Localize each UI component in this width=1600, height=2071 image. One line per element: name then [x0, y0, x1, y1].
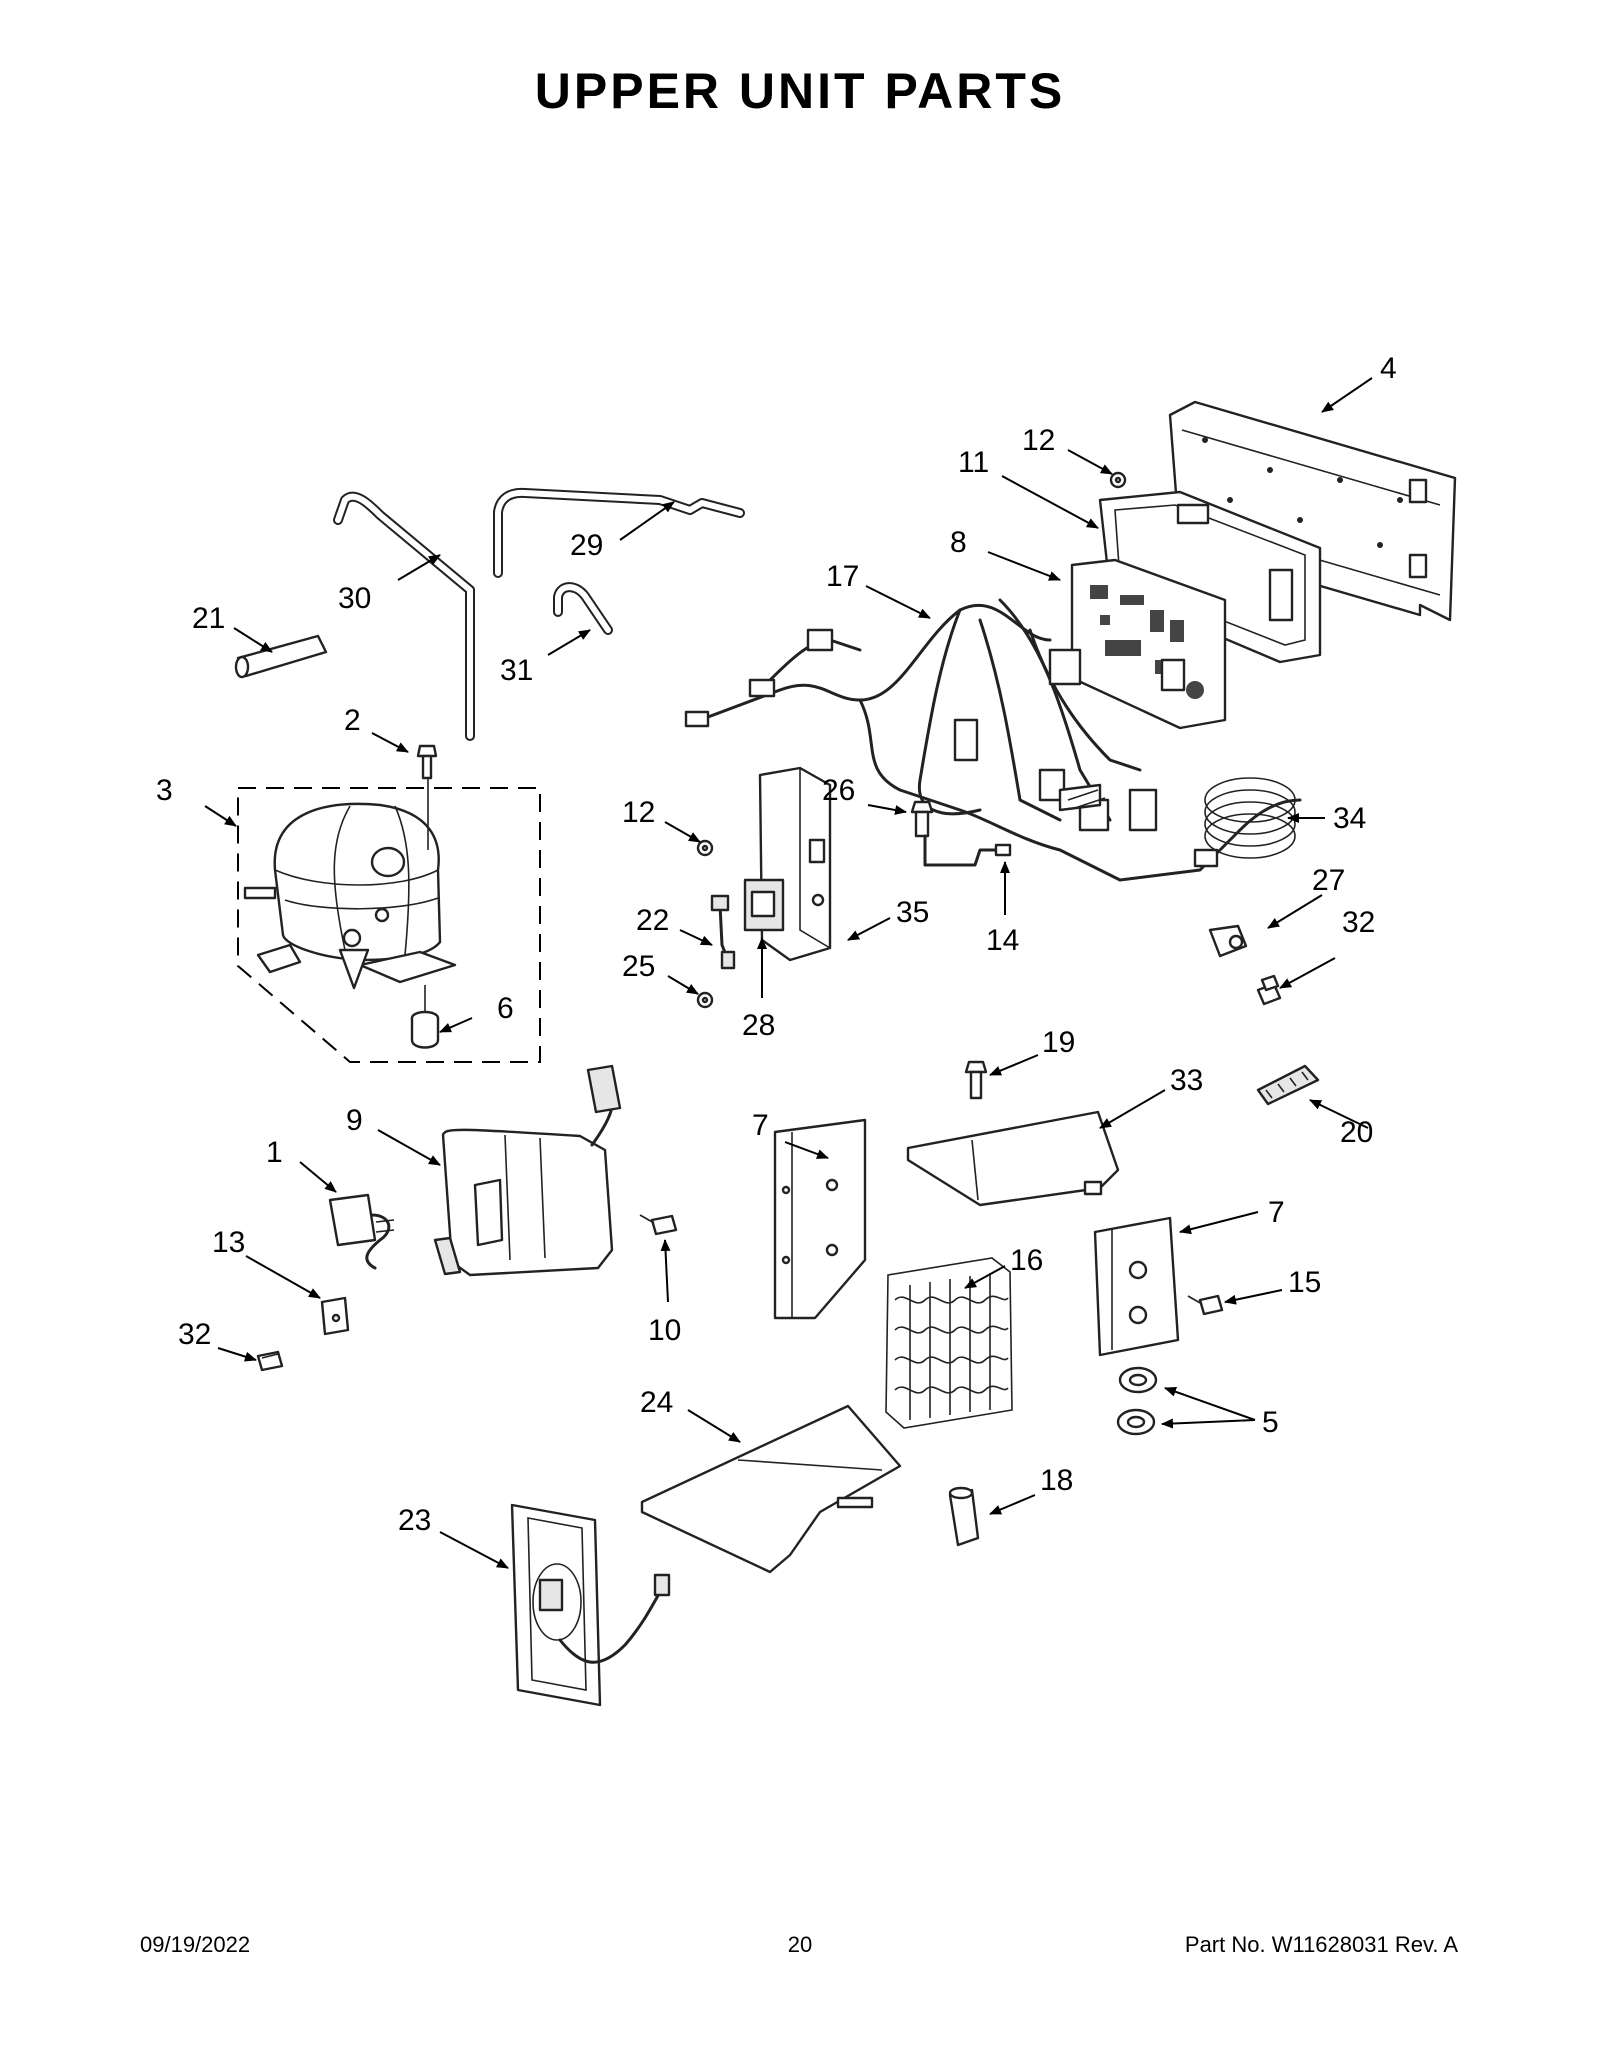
callout-12-upper: 12: [1022, 424, 1055, 457]
callout-15: 15: [1288, 1266, 1321, 1299]
part-14-ground-wire: [923, 834, 1012, 867]
part-1-relay: [328, 1193, 395, 1270]
footer-part-number: Part No. W11628031 Rev. A: [1184, 1932, 1458, 1957]
callout-labels: 4 12 11 8 17 34 27 32 14 26 35 12 22 25 …: [156, 352, 1397, 1537]
callout-1: 1: [266, 1136, 283, 1169]
part-23-fan-assembly: [510, 1503, 671, 1707]
part-26-screw: [910, 800, 934, 838]
callout-leaders: [204, 377, 1373, 1569]
callout-6: 6: [497, 992, 514, 1025]
part-8-control-board: [1070, 558, 1227, 730]
callout-11: 11: [958, 446, 989, 479]
callout-20: 20: [1340, 1116, 1373, 1149]
callout-31: 31: [500, 654, 533, 687]
part-4-mounting-plate: [1168, 400, 1457, 622]
part-3-compressor: [237, 770, 541, 1063]
callout-34: 34: [1333, 802, 1366, 835]
callout-5: 5: [1262, 1406, 1279, 1439]
callout-2: 2: [344, 704, 361, 737]
callout-13: 13: [212, 1226, 245, 1259]
part-13-bracket: [320, 1296, 350, 1336]
callout-18: 18: [1040, 1464, 1073, 1497]
callout-28: 28: [742, 1009, 775, 1042]
callout-4: 4: [1380, 352, 1397, 385]
callout-23: 23: [398, 1504, 431, 1537]
callout-32-left: 32: [178, 1318, 211, 1351]
callout-7-left: 7: [752, 1109, 769, 1142]
callout-35: 35: [896, 896, 929, 929]
callout-17: 17: [826, 560, 859, 593]
part-31-tube: [553, 582, 613, 635]
callout-3: 3: [156, 774, 173, 807]
part-17-wire-harness: [684, 598, 1302, 882]
part-24-tray: [640, 1404, 902, 1574]
callout-25: 25: [622, 950, 655, 983]
part-12-screw-upper: [1109, 471, 1127, 489]
callout-8: 8: [950, 526, 967, 559]
part-16-evaporator: [885, 1257, 1013, 1429]
part-30-tube: [333, 491, 475, 741]
callout-7-right: 7: [1268, 1196, 1285, 1229]
part-21-filter-drier: [234, 634, 328, 679]
part-5-grommet-lower: [1116, 1408, 1156, 1436]
part-10-screw: [639, 1214, 678, 1236]
part-19-screw: [964, 1060, 988, 1100]
part-2-screw: [416, 744, 438, 780]
part-5-grommet-upper: [1118, 1366, 1158, 1394]
part-22-sensor: [710, 894, 736, 970]
part-33-shroud: [906, 1110, 1120, 1207]
part-18-sleeve: [948, 1486, 980, 1547]
page-title: UPPER UNIT PARTS: [534, 63, 1066, 119]
callout-9: 9: [346, 1104, 363, 1137]
callout-12-lower: 12: [622, 796, 655, 829]
callout-26: 26: [822, 774, 855, 807]
callout-27: 27: [1312, 864, 1345, 897]
callout-10: 10: [648, 1314, 681, 1347]
callout-14: 14: [986, 924, 1019, 957]
callout-22: 22: [636, 904, 669, 937]
callout-32-right: 32: [1342, 906, 1375, 939]
part-7-bracket-right: [1093, 1216, 1180, 1357]
part-25-screw: [696, 991, 714, 1009]
part-9-condenser-cover: [433, 1064, 622, 1277]
part-28-switch: [743, 878, 785, 932]
part-20-cable-tie: [1256, 1064, 1320, 1106]
part-32-screw-left: [256, 1350, 284, 1372]
footer-date: 09/19/2022: [140, 1932, 251, 1957]
part-29-tube: [493, 487, 745, 578]
callout-29: 29: [570, 529, 603, 562]
callout-19: 19: [1042, 1026, 1075, 1059]
part-15-screw: [1187, 1294, 1224, 1316]
part-12-screw-lower: [696, 839, 714, 857]
footer-page-number: 20: [787, 1932, 813, 1957]
part-7-bracket-left: [773, 1118, 867, 1320]
part-27-clip: [1208, 924, 1248, 958]
part-32-screw-right: [1256, 974, 1282, 1006]
callout-30: 30: [338, 582, 371, 615]
callout-16: 16: [1010, 1244, 1043, 1277]
part-6-grommet: [410, 985, 440, 1049]
part-34-heater-coil: [1193, 777, 1296, 868]
callout-21: 21: [192, 602, 225, 635]
callout-24: 24: [640, 1386, 673, 1419]
callout-33: 33: [1170, 1064, 1203, 1097]
